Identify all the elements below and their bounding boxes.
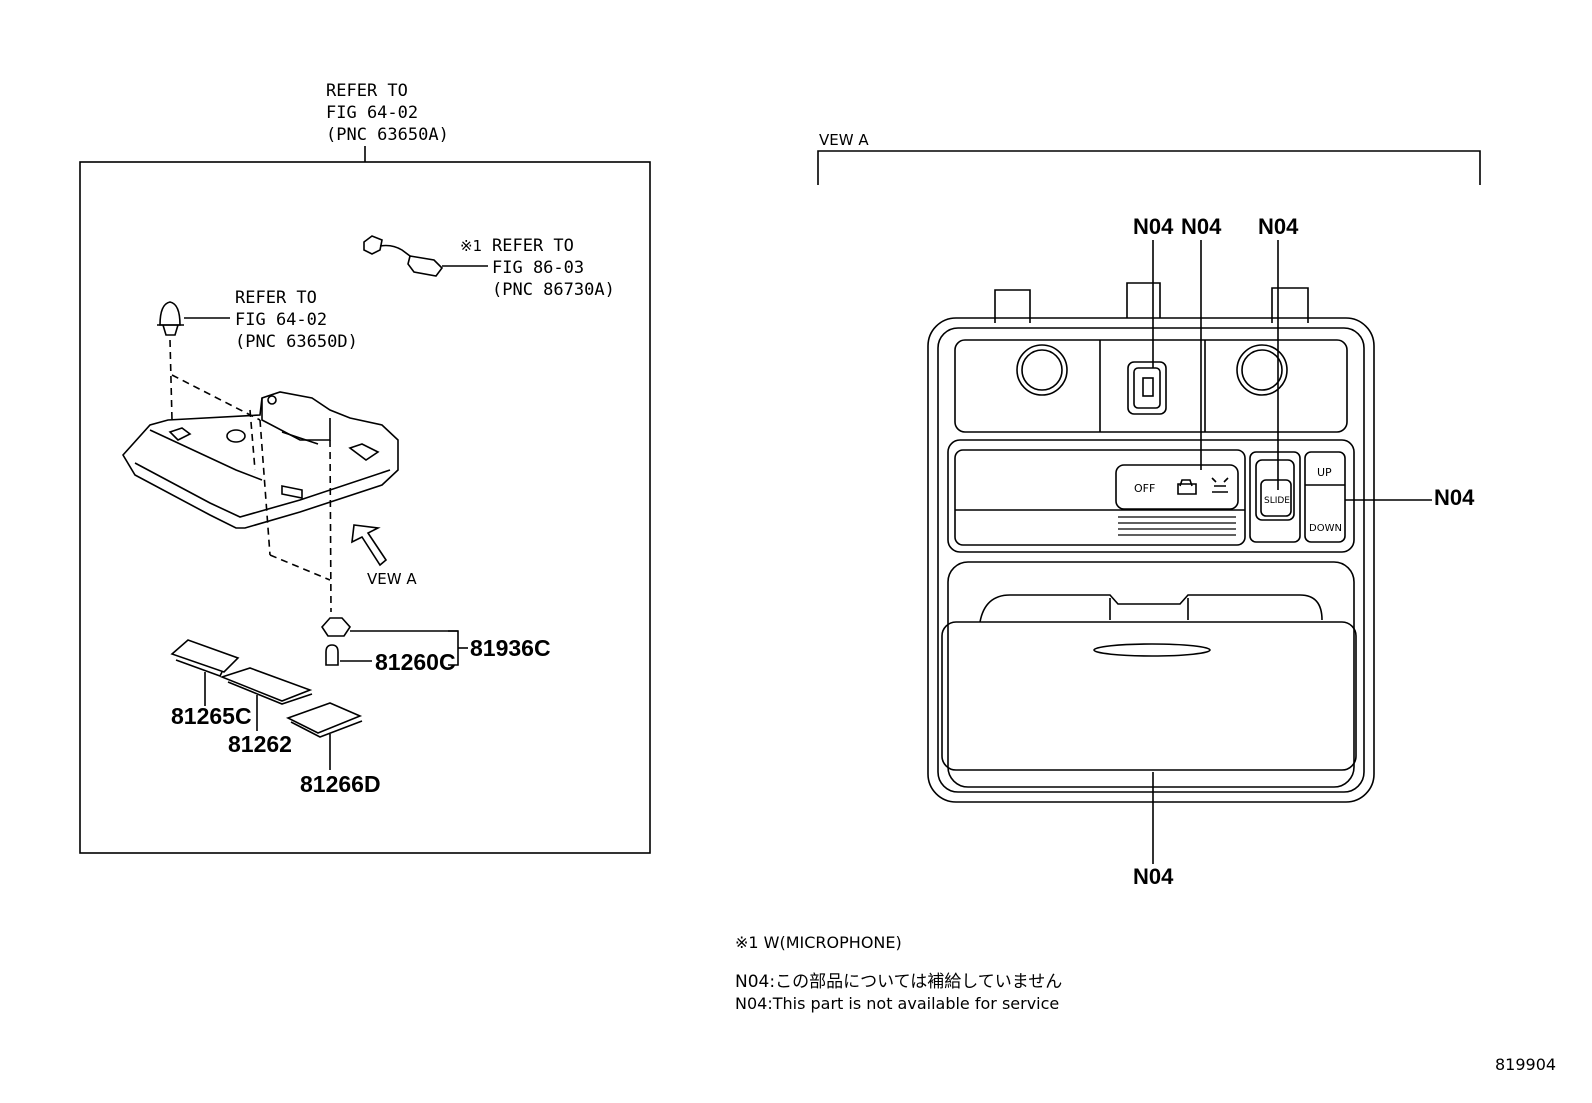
callout-n04-2: N04 bbox=[1181, 214, 1222, 239]
lens-81266D bbox=[285, 702, 363, 770]
lens-81262 bbox=[219, 667, 313, 731]
refer-mic-line3: (PNC 86730A) bbox=[492, 280, 615, 300]
view-a-bracket bbox=[817, 150, 1481, 185]
assembly-dashed-lines bbox=[169, 339, 332, 613]
view-a-arrow-label: VEW A bbox=[367, 570, 417, 588]
switch-down-label: DOWN bbox=[1309, 523, 1342, 534]
view-a-title: VEW A bbox=[819, 131, 869, 149]
note-n04-japanese: N04:この部品については補給していません bbox=[735, 972, 1063, 992]
wedge-bulb bbox=[325, 644, 372, 666]
footnote-microphone: ※1 W(MICROPHONE) bbox=[735, 933, 902, 952]
view-a-arrow bbox=[351, 524, 388, 567]
map-lamp-housing bbox=[122, 391, 399, 529]
bulb-socket bbox=[320, 617, 458, 637]
part-number-81936C: 81936C bbox=[470, 635, 551, 661]
diagram-code: 819904 bbox=[1495, 1055, 1557, 1074]
refer-clip-line1: REFER TO bbox=[235, 288, 317, 308]
callout-n04-1: N04 bbox=[1133, 214, 1174, 239]
refer-mic-mark: ※1 bbox=[460, 237, 482, 255]
callout-n04-3: N04 bbox=[1258, 214, 1299, 239]
part-number-81265C: 81265C bbox=[171, 703, 252, 729]
switch-slide-label: SLIDE bbox=[1264, 496, 1290, 506]
refer-top-line3: (PNC 63650A) bbox=[326, 125, 449, 145]
part-number-81266D: 81266D bbox=[300, 771, 381, 797]
part-number-81262: 81262 bbox=[228, 731, 292, 757]
switch-up-label: UP bbox=[1317, 466, 1332, 479]
part-number-81260C: 81260C bbox=[375, 649, 456, 675]
note-n04-english: N04:This part is not available for servi… bbox=[735, 994, 1060, 1013]
microphone-harness bbox=[363, 235, 488, 277]
callout-n04-5: N04 bbox=[1133, 864, 1174, 889]
overhead-console bbox=[927, 282, 1375, 803]
refer-mic-line2: FIG 86-03 bbox=[492, 258, 584, 278]
refer-mic-line1: REFER TO bbox=[492, 236, 574, 256]
lens-81265C bbox=[170, 639, 240, 706]
refer-top-line2: FIG 64-02 bbox=[326, 103, 418, 123]
callout-n04-4: N04 bbox=[1434, 485, 1475, 510]
refer-top-line1: REFER TO bbox=[326, 81, 408, 101]
switch-off-label: OFF bbox=[1134, 482, 1155, 495]
retainer-clip bbox=[157, 301, 230, 336]
refer-clip-line3: (PNC 63650D) bbox=[235, 332, 358, 352]
refer-clip-line2: FIG 64-02 bbox=[235, 310, 327, 330]
